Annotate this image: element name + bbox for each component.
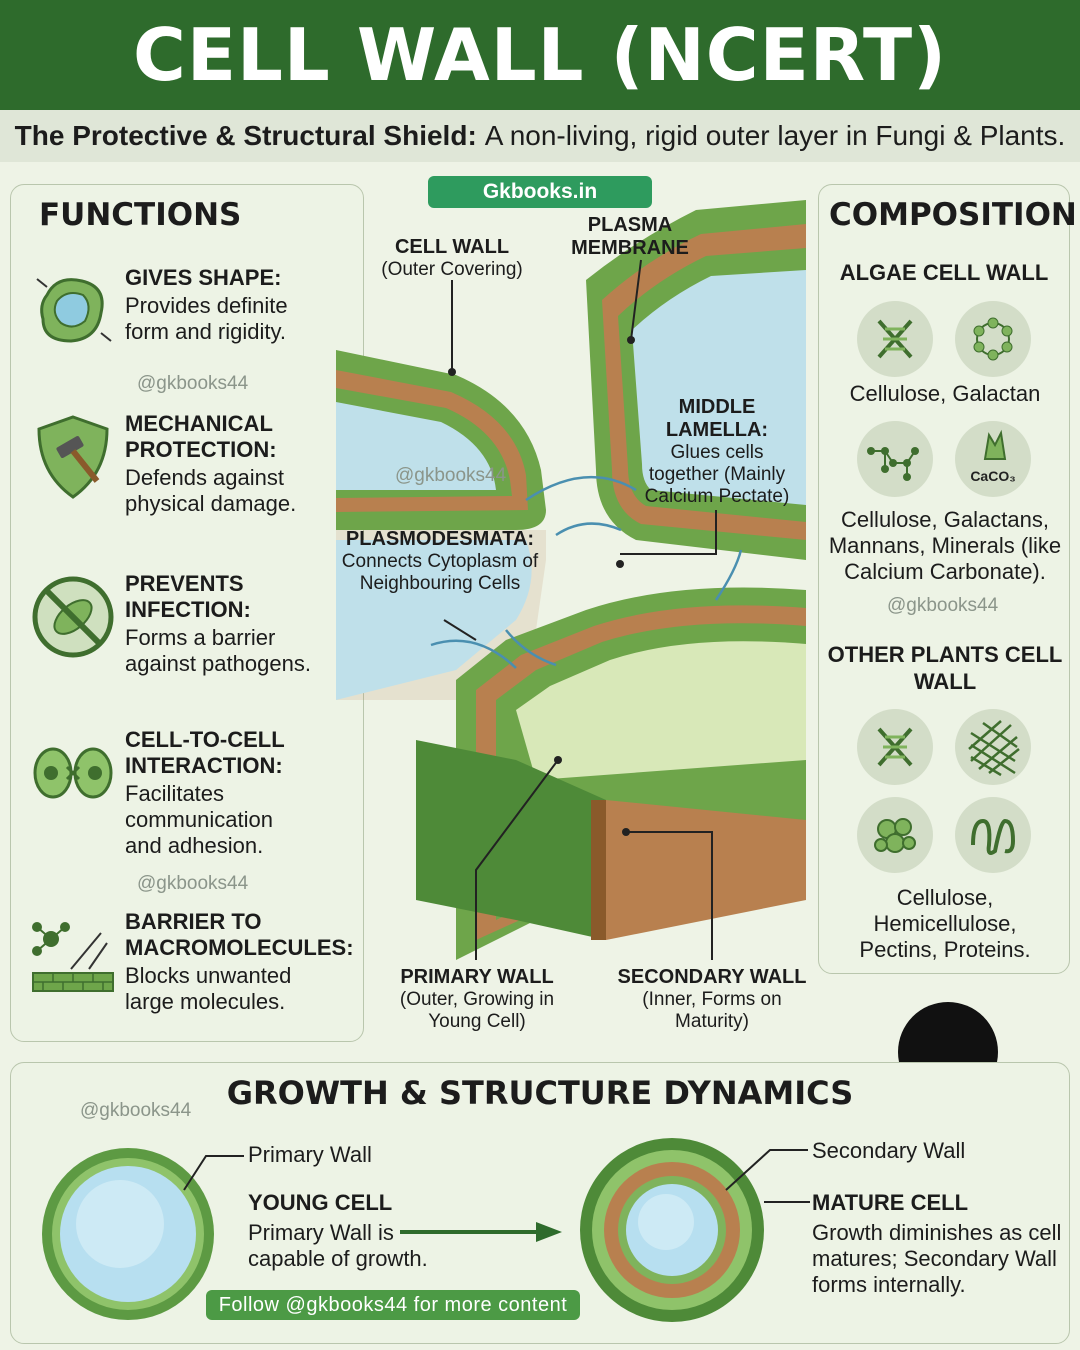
mature-cell-pointer	[764, 1201, 810, 1203]
dna-icon	[857, 301, 933, 377]
label-secondary-wall-sub: (Inner, Forms on Maturity)	[642, 989, 782, 1032]
function-item-shape: GIVES SHAPE: Provides definite form and …	[11, 265, 371, 385]
galactan-ring-icon	[955, 301, 1031, 377]
page-title: CELL WALL (NCERT)	[133, 13, 947, 97]
function-item-protection: MECHANICAL PROTECTION: Defends against p…	[11, 411, 371, 531]
shield-hammer-icon	[37, 415, 109, 499]
algae-text-1: Cellulose, Galactan	[849, 381, 1041, 406]
function-body: Facilitates communication and adhesion.	[125, 781, 273, 858]
mature-cell-illustration	[580, 1138, 764, 1322]
watermark: @gkbooks44	[395, 465, 507, 486]
arrow-right-icon	[400, 1222, 562, 1242]
header-bar: CELL WALL (NCERT)	[0, 0, 1080, 110]
growth-title: GROWTH & STRUCTURE DYNAMICS	[226, 1074, 854, 1112]
function-head: BARRIER TO MACROMOLECULES:	[125, 909, 354, 960]
label-primary-wall-sub: (Outer, Growing in Young Cell)	[399, 989, 555, 1032]
plants-text: Cellulose, Hemicellulose, Pectins, Prote…	[859, 885, 1031, 962]
function-head: GIVES SHAPE:	[125, 265, 282, 290]
function-item-infection: PREVENTS INFECTION: Forms a barrier agai…	[11, 571, 371, 691]
pectin-cluster-icon	[857, 797, 933, 873]
young-cell-illustration	[42, 1148, 214, 1320]
mature-cell-body: Growth diminishes as cell matures; Secon…	[812, 1220, 1062, 1297]
label-secondary-wall-title: SECONDARY WALL	[617, 966, 807, 988]
mature-cell-title: MATURE CELL	[812, 1190, 969, 1215]
function-item-barrier: BARRIER TO MACROMOLECULES: Blocks unwant…	[11, 909, 371, 1029]
cell-shape-icon	[36, 278, 112, 343]
watermark: @gkbooks44	[80, 1100, 192, 1121]
crystal-icon: CaCO₃	[955, 421, 1031, 497]
functions-title: FUNCTIONS	[39, 197, 242, 233]
label-plasma-membrane-title: PLASMA MEMBRANE	[571, 214, 689, 259]
molecule-barrier-icon	[32, 922, 114, 992]
label-plasmodesmata-title: PLASMODESMATA:	[345, 528, 535, 550]
cell-interaction-icon	[33, 747, 113, 799]
protein-coil-icon	[955, 797, 1031, 873]
watermark: @gkbooks44	[887, 595, 999, 616]
subtitle-bold: The Protective & Structural Shield:	[14, 120, 477, 151]
function-head: PREVENTS INFECTION:	[125, 571, 251, 622]
label-middle-lamella-sub: Glues cells together (Mainly Calcium Pec…	[644, 442, 790, 507]
function-head: CELL-TO-CELL INTERACTION:	[125, 727, 285, 778]
subtitle-text: A non-living, rigid outer layer in Fungi…	[484, 120, 1066, 151]
function-item-interaction: CELL-TO-CELL INTERACTION: Facilitates co…	[11, 727, 371, 858]
website-badge: Gkbooks.in	[428, 176, 652, 208]
label-middle-lamella-title: MIDDLE LAMELLA:	[665, 396, 769, 441]
dna-icon	[857, 709, 933, 785]
fiber-mesh-icon	[955, 709, 1031, 785]
no-bacteria-icon	[32, 576, 114, 658]
cell-wall-diagram	[336, 200, 806, 960]
watermark: @gkbooks44	[137, 873, 249, 894]
algae-text-2: Cellulose, Galactans, Mannans, Minerals …	[828, 507, 1062, 584]
label-cell-wall: CELL WALL (Outer Covering)	[372, 236, 532, 281]
functions-panel: FUNCTIONS GIVES SHAPE: Provides definite…	[10, 184, 364, 1042]
label-secondary-wall: SECONDARY WALL (Inner, Forms on Maturity…	[616, 966, 808, 1033]
label-plasma-membrane: PLASMA MEMBRANE	[566, 214, 694, 260]
function-body: Provides definite form and rigidity.	[125, 293, 288, 344]
subtitle-bar: The Protective & Structural Shield: A no…	[0, 110, 1080, 162]
function-body: Blocks unwanted large molecules.	[125, 963, 292, 1014]
composition-panel: COMPOSITION ALGAE CELL WALL Cellulose, G…	[818, 184, 1077, 974]
algae-title: ALGAE CELL WALL	[839, 260, 1049, 285]
function-body: Defends against physical damage.	[125, 465, 297, 516]
label-plasmodesmata-sub: Connects Cytoplasm of Neighbouring Cells	[341, 551, 539, 594]
function-head: MECHANICAL PROTECTION:	[125, 411, 277, 462]
composition-title: COMPOSITION	[829, 197, 1077, 233]
label-cell-wall-title: CELL WALL	[394, 236, 510, 258]
plants-title: OTHER PLANTS CELL WALL	[827, 642, 1063, 694]
young-cell-title: YOUNG CELL	[248, 1190, 393, 1215]
watermark: @gkbooks44	[137, 373, 249, 394]
molecule-chain-icon	[857, 421, 933, 497]
label-plasmodesmata: PLASMODESMATA: Connects Cytoplasm of Nei…	[340, 528, 540, 595]
follow-banner: Follow @gkbooks44 for more content	[206, 1290, 580, 1320]
young-cell-body: Primary Wall is capable of growth.	[248, 1220, 428, 1271]
label-primary-wall: PRIMARY WALL (Outer, Growing in Young Ce…	[392, 966, 562, 1033]
function-body: Forms a barrier against pathogens.	[125, 625, 311, 676]
young-cell-wall-label: Primary Wall	[248, 1142, 372, 1167]
secondary-wall-pointer	[725, 1149, 808, 1191]
label-primary-wall-title: PRIMARY WALL	[400, 966, 554, 988]
label-middle-lamella: MIDDLE LAMELLA: Glues cells together (Ma…	[636, 396, 798, 508]
label-cell-wall-sub: (Outer Covering)	[381, 259, 523, 280]
primary-wall-pointer	[183, 1155, 244, 1191]
mature-cell-wall-label: Secondary Wall	[812, 1138, 966, 1163]
caco3-label: CaCO₃	[970, 468, 1015, 484]
